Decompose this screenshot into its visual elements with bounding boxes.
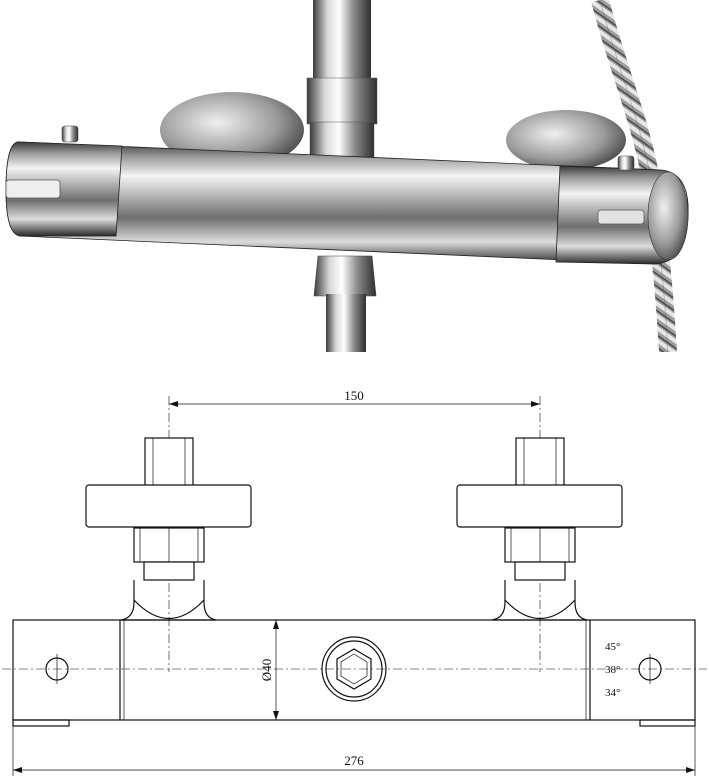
- safety-button: [61, 125, 79, 143]
- left-inlet-assembly: [85, 437, 252, 621]
- dimension-150-label: 150: [344, 388, 364, 403]
- right-inlet-assembly: [456, 437, 623, 621]
- temperature-mark-45: 45°: [605, 641, 620, 653]
- dimension-276-label: 276: [344, 753, 364, 768]
- dimension-inlet-centres: 150: [169, 388, 540, 407]
- outlet-pipe: [326, 294, 366, 352]
- outlet-nut: [313, 255, 377, 297]
- valve-body-outline: [12, 619, 696, 727]
- product-photo: [5, 0, 689, 352]
- rail-connector: [306, 77, 378, 125]
- dimension-diameter-label: Ø40: [259, 659, 274, 681]
- riser-rail: [313, 0, 371, 90]
- technical-drawing: 150: [2, 388, 707, 776]
- left-wall-disc: [160, 92, 304, 168]
- flow-knob-lever: [597, 209, 645, 225]
- temperature-mark-38: 38°: [605, 664, 620, 676]
- dimension-overall-length: 276: [12, 726, 696, 776]
- temperature-scale: 45° 38° 34°: [605, 641, 620, 699]
- outlet-hex-fitting: [321, 636, 387, 702]
- right-wall-disc: [506, 110, 626, 170]
- flow-knob-end: [647, 171, 689, 261]
- dimension-body-diameter: Ø40: [259, 620, 279, 720]
- knob-lever: [5, 179, 61, 199]
- temperature-mark-34: 34°: [605, 687, 620, 699]
